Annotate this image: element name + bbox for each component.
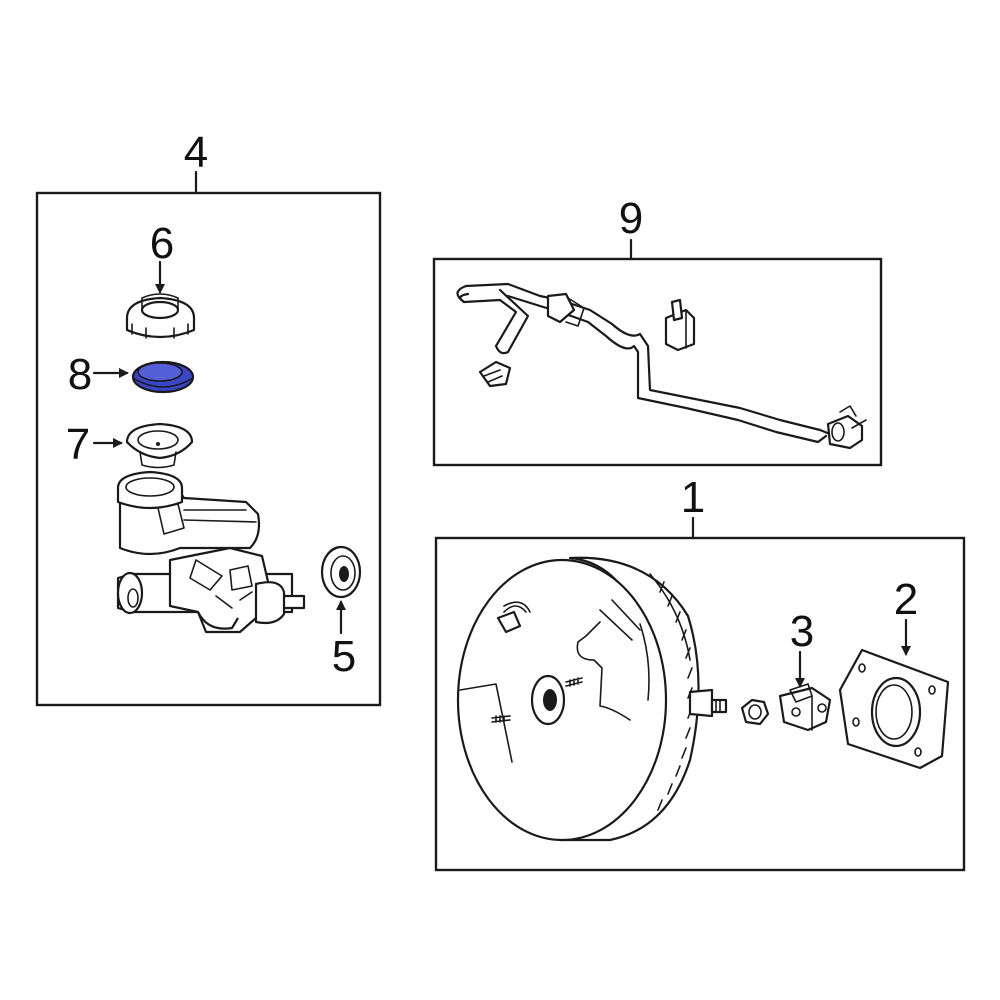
master-cylinder-group-box bbox=[35, 170, 382, 707]
callout-6: 6 bbox=[150, 219, 174, 268]
booster-bracket-part[interactable] bbox=[778, 683, 832, 732]
booster-gasket-part[interactable] bbox=[838, 648, 950, 770]
callout-5: 5 bbox=[332, 632, 356, 681]
group-4-frame bbox=[35, 191, 382, 707]
reservoir-cap-part[interactable] bbox=[125, 293, 196, 339]
vacuum-hose-part[interactable] bbox=[456, 282, 867, 450]
booster-nut-part[interactable] bbox=[740, 698, 770, 726]
group-1-frame bbox=[434, 536, 966, 872]
callout-3: 3 bbox=[790, 607, 814, 656]
group-9-frame bbox=[432, 257, 883, 467]
master-cylinder-body-part[interactable] bbox=[116, 470, 306, 634]
callout-7: 7 bbox=[66, 420, 90, 469]
grommet-part[interactable] bbox=[320, 545, 362, 599]
vacuum-hose-group-box bbox=[432, 238, 883, 467]
brake-booster-part[interactable] bbox=[456, 556, 728, 842]
reservoir-strainer-part[interactable] bbox=[125, 422, 194, 469]
brake-booster-group-box bbox=[434, 516, 966, 872]
callout-4: 4 bbox=[184, 128, 208, 177]
reservoir-seal-part[interactable] bbox=[131, 360, 195, 394]
callout-9: 9 bbox=[619, 194, 643, 243]
callout-1: 1 bbox=[681, 473, 705, 522]
callout-2: 2 bbox=[894, 575, 918, 624]
callout-8: 8 bbox=[68, 350, 92, 399]
